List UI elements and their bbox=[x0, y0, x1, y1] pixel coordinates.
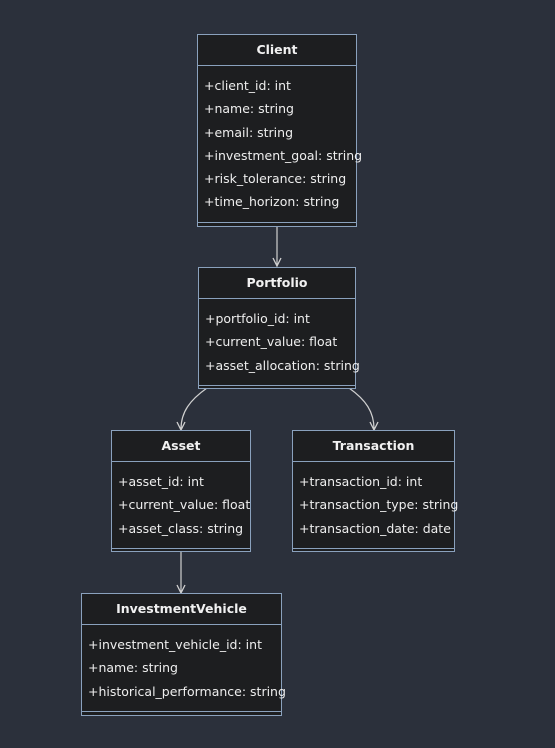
class-title: Transaction bbox=[293, 431, 454, 462]
attribute-list: +portfolio_id: int +current_value: float… bbox=[199, 299, 360, 386]
attribute: +email: string bbox=[204, 124, 294, 140]
attribute-list: +investment_vehicle_id: int +name: strin… bbox=[82, 625, 286, 712]
attribute: +current_value: float bbox=[118, 497, 251, 513]
attribute-list: +asset_id: int +current_value: float +as… bbox=[112, 462, 250, 549]
attribute: +time_horizon: string bbox=[204, 194, 340, 210]
class-transaction[interactable]: Transaction +transaction_id: int +transa… bbox=[292, 430, 459, 552]
attribute: +investment_goal: string bbox=[204, 147, 363, 163]
class-asset[interactable]: Asset +asset_id: int +current_value: flo… bbox=[111, 430, 251, 552]
class-title: Portfolio bbox=[199, 268, 355, 299]
method-list bbox=[199, 386, 355, 396]
attribute: +transaction_type: string bbox=[299, 497, 459, 513]
method-list bbox=[112, 549, 250, 559]
edge-portfolio-transaction bbox=[348, 387, 374, 429]
attribute: +name: string bbox=[88, 660, 178, 676]
attribute: +historical_performance: string bbox=[88, 683, 286, 699]
attribute: +name: string bbox=[204, 101, 294, 117]
attribute: +client_id: int bbox=[204, 78, 291, 93]
attribute: +current_value: float bbox=[205, 334, 338, 350]
attribute: +asset_allocation: string bbox=[205, 357, 360, 373]
attribute-list: +client_id: int +name: string +email: st… bbox=[198, 66, 363, 223]
class-title: Asset bbox=[112, 431, 250, 462]
edge-portfolio-asset bbox=[181, 387, 208, 429]
method-list bbox=[293, 549, 454, 559]
class-title: InvestmentVehicle bbox=[82, 594, 281, 625]
attribute: +risk_tolerance: string bbox=[204, 171, 347, 187]
method-list bbox=[198, 223, 356, 233]
attribute: +transaction_id: int bbox=[299, 474, 423, 489]
class-investmentvehicle[interactable]: InvestmentVehicle +investment_vehicle_id… bbox=[81, 593, 286, 716]
class-title: Client bbox=[198, 35, 356, 66]
attribute-list: +transaction_id: int +transaction_type: … bbox=[293, 462, 459, 549]
attribute: +transaction_date: date bbox=[299, 520, 451, 536]
class-portfolio[interactable]: Portfolio +portfolio_id: int +current_va… bbox=[198, 267, 360, 389]
attribute: +portfolio_id: int bbox=[205, 311, 310, 326]
attribute: +investment_vehicle_id: int bbox=[88, 637, 262, 652]
method-list bbox=[82, 712, 281, 722]
attribute: +asset_class: string bbox=[118, 520, 244, 536]
class-client[interactable]: Client +client_id: int +name: string +em… bbox=[197, 34, 363, 227]
attribute: +asset_id: int bbox=[118, 474, 204, 489]
